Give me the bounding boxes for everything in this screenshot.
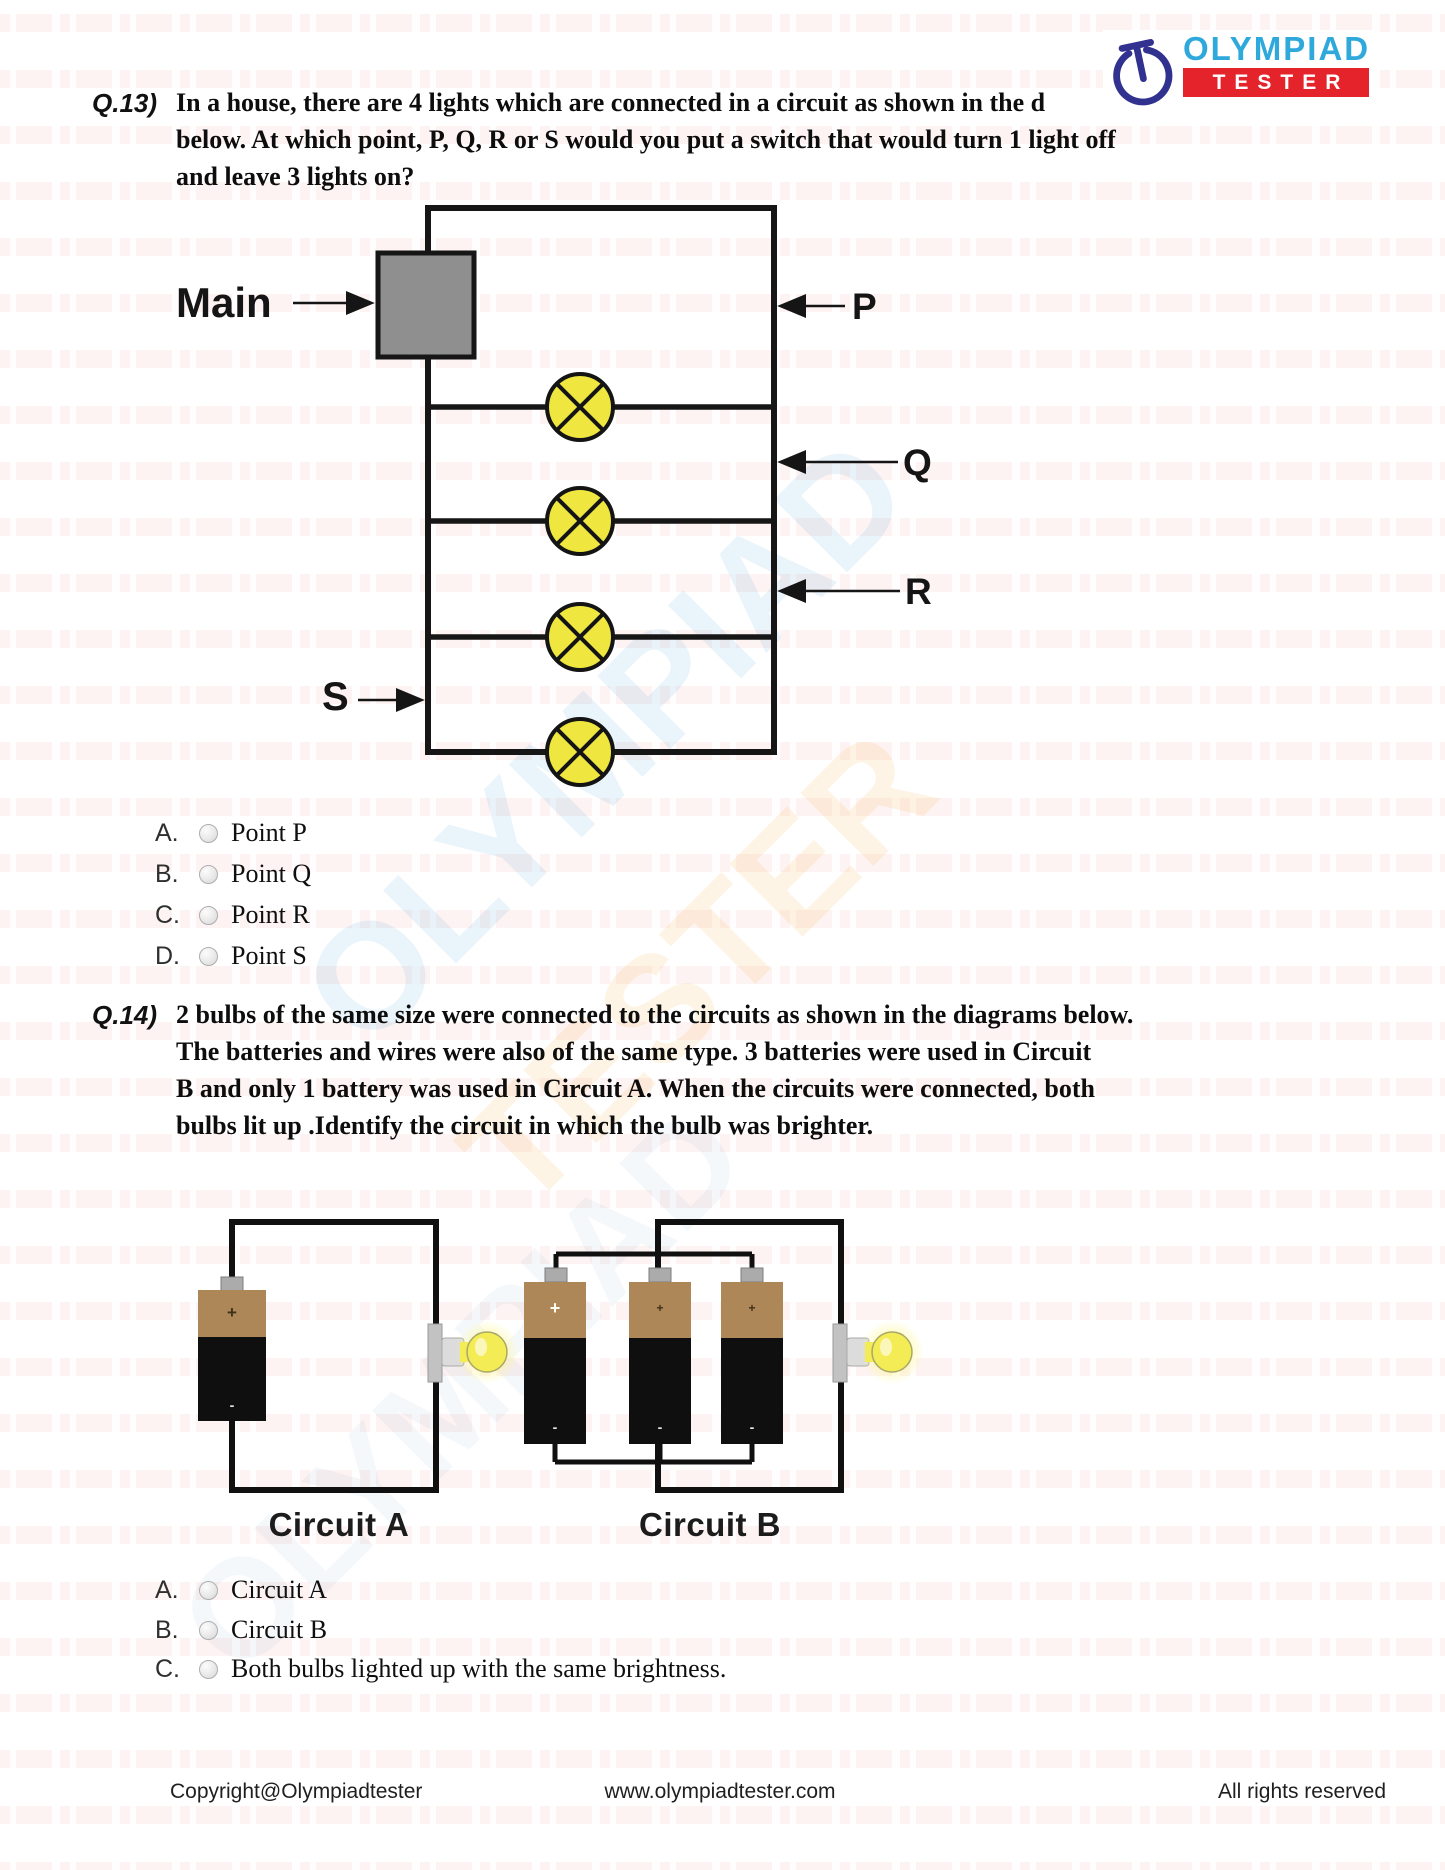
q14-question-text: 2 bulbs of the same size were connected … [176, 996, 1133, 1144]
battery-plus-sign: + [550, 1298, 561, 1318]
battery-minus-sign: - [230, 1397, 235, 1413]
footer-website[interactable]: www.olympiadtester.com [604, 1780, 836, 1803]
q14-line-4: bulbs lit up .Identify the circuit in wh… [176, 1111, 874, 1140]
bulb-symbol-3 [545, 602, 615, 672]
battery-minus-sign: - [658, 1419, 663, 1435]
option-letter: C. [155, 900, 180, 929]
watermark-olympiad: OLYMPIAD [270, 406, 940, 1076]
option-letter: B. [155, 1615, 179, 1644]
q14-option-b[interactable]: B. Circuit B [155, 1613, 327, 1647]
q13-number: Q.13) [92, 88, 158, 118]
q13-line-1: In a house, there are 4 lights which are… [176, 88, 1046, 117]
circuit-b-caption: Circuit B [638, 1506, 781, 1543]
radio-button[interactable] [199, 1620, 218, 1640]
q13-option-c[interactable]: C. Point R [155, 898, 310, 932]
option-text: Point P [231, 818, 307, 847]
option-text: Circuit B [231, 1615, 328, 1644]
circuit-a-caption: Circuit A [268, 1506, 410, 1543]
power-t-icon [1113, 38, 1173, 106]
q14-line-3: B and only 1 battery was used in Circuit… [176, 1074, 1095, 1103]
point-q-label: Q [903, 442, 932, 483]
battery-plus-sign: + [748, 1301, 755, 1315]
point-s-label: S [322, 675, 349, 719]
watermark-tester: TESTER [428, 700, 966, 1238]
q13-circuit-diagram [293, 205, 900, 787]
footer-copyright: Copyright@Olympiadtester [170, 1780, 423, 1803]
battery-bottom [198, 1337, 266, 1421]
light-bulb-b [832, 1320, 924, 1384]
radio-button[interactable] [199, 823, 218, 843]
option-letter: C. [155, 1654, 180, 1683]
light-bulb-a [427, 1320, 519, 1384]
brand-logo: OLYMPIAD TESTER [1103, 30, 1375, 114]
watermark-olympiad-2: OLYMPIAD [149, 1076, 774, 1702]
q14-option-c[interactable]: C. Both bulbs lighted up with the same b… [155, 1652, 726, 1686]
q14-option-a[interactable]: A. Circuit A [155, 1573, 327, 1607]
q13-line-3: and leave 3 lights on? [176, 162, 415, 191]
brand-name-olympiad: OLYMPIAD [1183, 30, 1371, 67]
option-text: Circuit A [231, 1575, 328, 1604]
q13-option-b[interactable]: B. Point Q [155, 857, 311, 891]
option-letter: D. [155, 941, 180, 970]
battery-minus-sign: - [750, 1419, 755, 1435]
main-label: Main [176, 279, 272, 326]
option-text: Point R [231, 900, 310, 929]
q14-circuit-a: + - [198, 1219, 519, 1493]
q13-question-text: In a house, there are 4 lights which are… [176, 84, 1116, 195]
brand-name-tester: TESTER [1183, 68, 1369, 97]
q13-option-d[interactable]: D. Point S [155, 939, 307, 973]
option-letter: B. [155, 859, 179, 888]
battery-plus-sign: + [656, 1301, 663, 1315]
battery-top [198, 1290, 266, 1337]
option-text: Both bulbs lighted up with the same brig… [231, 1654, 727, 1683]
q13-option-a[interactable]: A. Point P [155, 816, 307, 850]
battery-plus-sign: + [227, 1303, 237, 1322]
point-r-label: R [905, 571, 932, 612]
option-text: Point S [231, 941, 307, 970]
q14-line-2: The batteries and wires were also of the… [176, 1037, 1092, 1066]
footer-rights: All rights reserved [1217, 1780, 1386, 1803]
main-switch-box [375, 250, 477, 360]
bulb-symbol-2 [545, 486, 615, 556]
q14-circuit-b: + + + - - - [524, 1219, 924, 1493]
radio-button[interactable] [199, 905, 218, 925]
bulb-symbol-1 [545, 372, 615, 442]
radio-button[interactable] [199, 946, 218, 966]
option-letter: A. [155, 1575, 179, 1604]
radio-button[interactable] [199, 864, 218, 884]
radio-button[interactable] [199, 1659, 218, 1679]
bulb-symbol-4 [545, 717, 615, 787]
point-p-label: P [852, 286, 877, 327]
battery-terminal [220, 1276, 244, 1292]
option-text: Point Q [231, 859, 312, 888]
q13-line-2: below. At which point, P, Q, R or S woul… [176, 125, 1116, 154]
q14-line-1: 2 bulbs of the same size were connected … [176, 1000, 1134, 1029]
radio-button[interactable] [199, 1580, 218, 1600]
battery-minus-sign: - [553, 1419, 558, 1435]
option-letter: A. [155, 818, 179, 847]
q14-number: Q.14) [92, 1000, 158, 1030]
